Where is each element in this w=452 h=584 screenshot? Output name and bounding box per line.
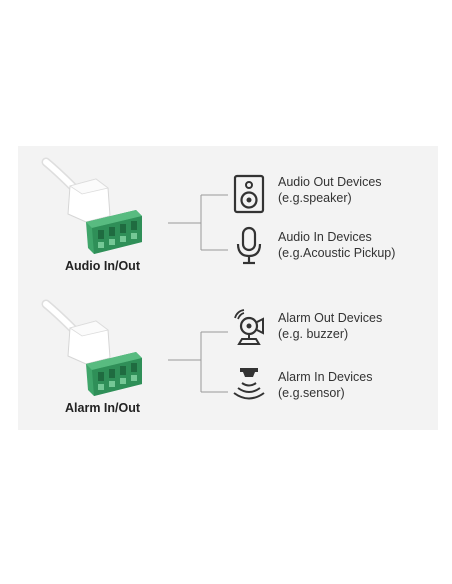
sensor-icon — [233, 368, 265, 400]
audio-in-name: Audio In Devices — [278, 230, 372, 244]
audio-group: Audio In/Out Audio Out Devices (e.g.spea… — [18, 146, 438, 286]
audio-out-example: (e.g.speaker) — [278, 191, 352, 205]
audio-connector-label: Audio In/Out — [65, 259, 140, 273]
alarm-bracket-lines — [168, 331, 228, 393]
microphone-icon — [236, 226, 262, 265]
alarm-in-example: (e.g.sensor) — [278, 386, 345, 400]
alarm-bell-icon — [234, 309, 264, 345]
speaker-icon — [233, 174, 265, 214]
alarm-in-name: Alarm In Devices — [278, 370, 373, 384]
alarm-connector-label: Alarm In/Out — [65, 401, 141, 415]
alarm-out-name: Alarm Out Devices — [278, 311, 383, 325]
audio-bracket-lines — [168, 194, 228, 251]
diagram-panel: Audio In/Out Audio Out Devices (e.g.spea… — [18, 146, 438, 430]
audio-connector — [41, 157, 142, 254]
audio-in-example: (e.g.Acoustic Pickup) — [278, 246, 396, 260]
alarm-out-example: (e.g. buzzer) — [278, 327, 349, 341]
audio-out-name: Audio Out Devices — [278, 175, 382, 189]
alarm-group: Alarm In/Out Alarm Out Devices (e.g. buz… — [18, 286, 438, 430]
alarm-connector — [41, 299, 142, 396]
